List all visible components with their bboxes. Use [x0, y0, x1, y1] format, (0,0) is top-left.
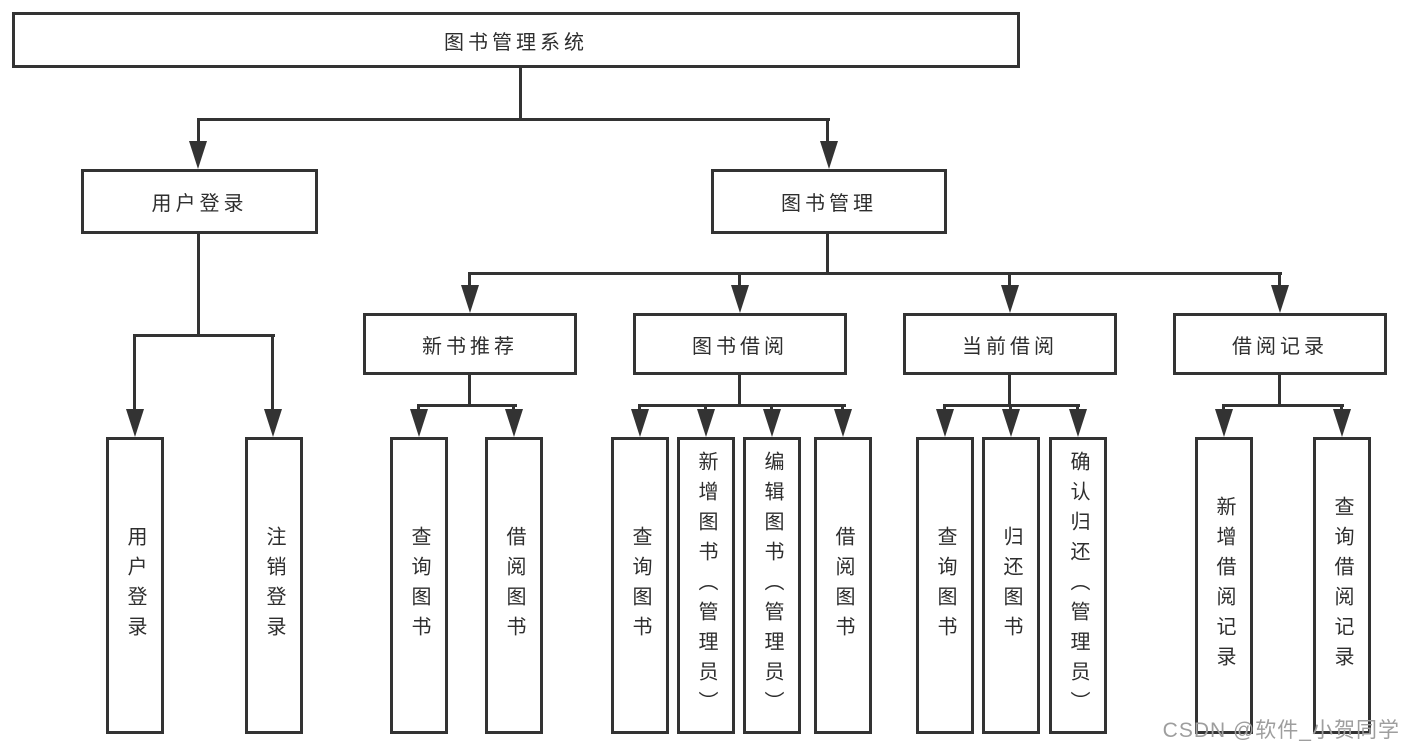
arrowhead-down-icon: [264, 409, 282, 437]
connector-line: [197, 234, 200, 337]
connector-line: [1008, 375, 1011, 407]
arrowhead-down-icon: [410, 409, 428, 437]
node-current-borrow: 当前借阅: [903, 313, 1117, 375]
node-library-management-system: 图书管理系统: [12, 12, 1020, 68]
connector-line: [638, 404, 641, 413]
arrowhead-down-icon: [1215, 409, 1233, 437]
connector-line: [417, 404, 517, 407]
connector-line: [1009, 404, 1012, 413]
leaf-query-books-current: 查询图书: [916, 437, 974, 734]
arrowhead-down-icon: [936, 409, 954, 437]
leaf-add-books-admin: 新增图书（管理员）: [677, 437, 735, 734]
connector-line: [512, 404, 515, 413]
connector-line: [826, 234, 829, 275]
leaf-borrow-books-recommend: 借阅图书: [485, 437, 543, 734]
connector-line: [1076, 404, 1079, 413]
connector-line: [638, 404, 846, 407]
connector-line: [826, 118, 829, 144]
arrowhead-down-icon: [697, 409, 715, 437]
arrowhead-down-icon: [1001, 285, 1019, 313]
connector-line: [943, 404, 946, 413]
connector-line: [468, 272, 471, 288]
connector-line: [1008, 272, 1011, 288]
connector-line: [197, 118, 200, 144]
node-borrow-records: 借阅记录: [1173, 313, 1387, 375]
leaf-add-borrow-record: 新增借阅记录: [1195, 437, 1253, 734]
connector-line: [1278, 375, 1281, 407]
arrowhead-down-icon: [505, 409, 523, 437]
connector-line: [468, 375, 471, 407]
leaf-query-books: 查询图书: [611, 437, 669, 734]
connector-line: [841, 404, 844, 413]
leaf-query-borrow-record: 查询借阅记录: [1313, 437, 1371, 734]
connector-line: [1222, 404, 1344, 407]
node-new-book-recommend: 新书推荐: [363, 313, 577, 375]
connector-line: [738, 272, 741, 288]
node-user-login: 用户登录: [81, 169, 318, 234]
arrowhead-down-icon: [731, 285, 749, 313]
connector-line: [519, 68, 522, 121]
arrowhead-down-icon: [631, 409, 649, 437]
leaf-edit-books-admin: 编辑图书（管理员）: [743, 437, 801, 734]
csdn-watermark: CSDN @软件_小贺同学: [1162, 719, 1400, 742]
connector-line: [704, 404, 707, 413]
connector-line: [133, 334, 136, 412]
arrowhead-down-icon: [1271, 285, 1289, 313]
leaf-logout: 注销登录: [245, 437, 303, 734]
connector-line: [133, 334, 275, 337]
arrowhead-down-icon: [1069, 409, 1087, 437]
connector-line: [1278, 272, 1281, 288]
leaf-user-login: 用户登录: [106, 437, 164, 734]
arrowhead-down-icon: [461, 285, 479, 313]
leaf-confirm-return-admin: 确认归还（管理员）: [1049, 437, 1107, 734]
connector-line: [1222, 404, 1225, 413]
arrowhead-down-icon: [1002, 409, 1020, 437]
leaf-return-books: 归还图书: [982, 437, 1040, 734]
connector-line: [417, 404, 420, 413]
connector-line: [770, 404, 773, 413]
arrowhead-down-icon: [820, 141, 838, 169]
arrowhead-down-icon: [1333, 409, 1351, 437]
connector-line: [1340, 404, 1343, 413]
node-book-borrow: 图书借阅: [633, 313, 847, 375]
connector-line: [468, 272, 1282, 275]
leaf-borrow-books: 借阅图书: [814, 437, 872, 734]
node-book-management: 图书管理: [711, 169, 947, 234]
arrowhead-down-icon: [763, 409, 781, 437]
connector-line: [738, 375, 741, 407]
arrowhead-down-icon: [834, 409, 852, 437]
connector-line: [271, 334, 274, 412]
leaf-query-books-recommend: 查询图书: [390, 437, 448, 734]
arrowhead-down-icon: [189, 141, 207, 169]
connector-line: [197, 118, 830, 121]
arrowhead-down-icon: [126, 409, 144, 437]
